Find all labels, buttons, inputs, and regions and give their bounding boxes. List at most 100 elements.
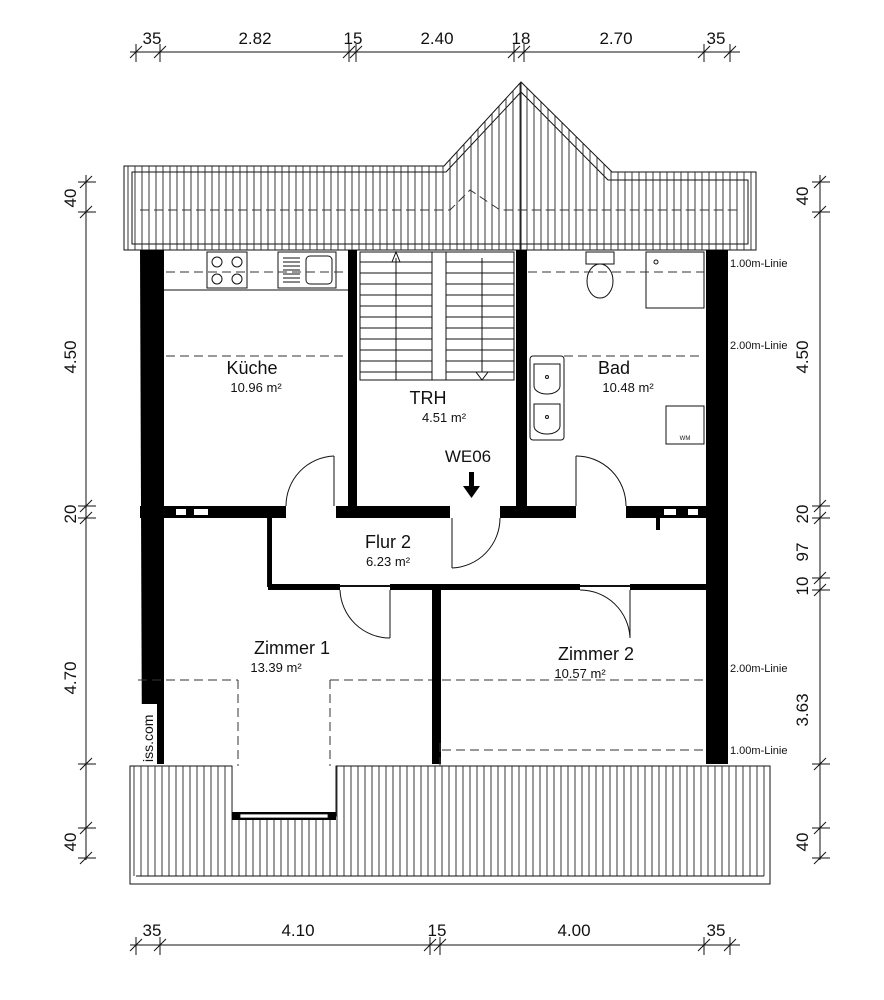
height-line-lower-label: 2.00m-Linie [730, 663, 787, 675]
sink-icon [277, 251, 337, 289]
dim-top-4: 2.40 [420, 29, 453, 48]
dimension-tick [813, 757, 827, 771]
wall-mid-3 [500, 506, 576, 518]
dimension-tick [79, 175, 93, 189]
room-bad-area: 10.48 m² [602, 380, 654, 395]
dimension-tick [517, 45, 531, 59]
room-kuche-name: Küche [226, 358, 277, 378]
dimension-tick [723, 938, 737, 952]
dimension-tick [433, 938, 447, 952]
dimension-tick [79, 499, 93, 513]
dimension-tick [813, 821, 827, 835]
room-bad-name: Bad [598, 358, 630, 378]
wall-flur-bottom-2 [390, 584, 580, 590]
wall-flur-bottom-3 [630, 584, 708, 590]
dimension-tick [129, 45, 143, 59]
dim-right-3: 20 [793, 505, 812, 524]
dim-right-7: 40 [793, 833, 812, 852]
door-zimmer-2 [579, 589, 631, 639]
dimension-tick [79, 511, 93, 525]
dim-top-3: 15 [344, 29, 363, 48]
wall-zimmer-divider [432, 588, 441, 764]
watermark: iss.com [140, 704, 157, 764]
room-zimmer2-area: 10.57 m² [554, 666, 606, 681]
room-trh-area: 4.51 m² [422, 410, 467, 425]
dimension-tick [79, 205, 93, 219]
door-bath [575, 455, 627, 507]
wall-mid-1 [140, 506, 286, 518]
watermark-text: iss.com [140, 715, 156, 762]
kitchen-counter [164, 251, 348, 291]
wall-flur-bottom-1 [268, 584, 340, 590]
dimension-tick [813, 851, 827, 865]
dimension-tick [153, 938, 167, 952]
dim-top-1: 35 [143, 29, 162, 48]
dimension-tick [813, 499, 827, 513]
washbasin-icon [529, 355, 565, 441]
height-line-bottom-label: 1.00m-Linie [730, 745, 787, 757]
dimension-tick [813, 175, 827, 189]
shower-icon [645, 251, 705, 309]
roof-overhang-bottom [129, 765, 771, 885]
room-labels: Küche 10.96 m² TRH 4.51 m² Bad 10.48 m² … [226, 358, 654, 681]
wall-mid-4 [626, 506, 728, 518]
dimension-tick [153, 45, 167, 59]
door-entrance [451, 517, 501, 569]
dim-right-2: 4.50 [793, 340, 812, 373]
room-flur-area: 6.23 m² [366, 554, 411, 569]
room-zimmer1-name: Zimmer 1 [254, 638, 330, 658]
dim-right-4: 97 [793, 543, 812, 562]
dimension-tick [813, 571, 827, 585]
height-line-upper-label: 2.00m-Linie [730, 340, 787, 352]
dim-top-2: 2.82 [238, 29, 271, 48]
dimension-tick [349, 45, 363, 59]
dim-bottom-3: 15 [428, 921, 447, 940]
height-lines [138, 271, 706, 766]
dim-right-1: 40 [793, 187, 812, 206]
dim-top-5: 18 [512, 29, 531, 48]
roof-overhang-top [123, 81, 757, 251]
dimension-tick [813, 511, 827, 525]
room-kuche-area: 10.96 m² [230, 380, 282, 395]
dimension-tick [723, 45, 737, 59]
wall-kitchen-stair [348, 250, 357, 506]
dimension-tick [129, 938, 143, 952]
door-zimmer-1 [339, 589, 391, 639]
dim-left-3: 20 [61, 505, 80, 524]
dim-left-1: 40 [61, 189, 80, 208]
dim-bottom-4: 4.00 [557, 921, 590, 940]
washing-machine-icon: WM [665, 405, 705, 445]
entrance-arrow-icon [463, 472, 480, 498]
dim-left-4: 4.70 [61, 661, 80, 694]
dimension-tick [697, 45, 711, 59]
stove-icon [206, 251, 248, 289]
wall-mid-2 [336, 506, 450, 518]
dim-bottom-2: 4.10 [281, 921, 314, 940]
room-zimmer2-name: Zimmer 2 [558, 644, 634, 664]
door-kitchen [285, 455, 335, 507]
dimension-lines: 35 2.82 15 2.40 18 2.70 35 35 4.10 15 4.… [61, 29, 830, 955]
dimension-tick [813, 205, 827, 219]
staircase [359, 250, 515, 381]
entrance-label: WE06 [445, 447, 491, 466]
walls [140, 250, 728, 820]
dim-right-6: 3.63 [793, 693, 812, 726]
bathroom-fixtures: WM [529, 251, 705, 445]
dimension-tick [697, 938, 711, 952]
room-trh-name: TRH [410, 388, 447, 408]
dimension-tick [79, 757, 93, 771]
doors [285, 455, 631, 639]
wall-stair-bath [516, 250, 527, 506]
dim-bottom-5: 35 [707, 921, 726, 940]
dim-left-2: 4.50 [61, 340, 80, 373]
washing-machine-label: WM [680, 436, 691, 442]
dim-right-5: 10 [793, 577, 812, 596]
dim-top-6: 2.70 [599, 29, 632, 48]
dimension-tick [507, 45, 521, 59]
toilet-icon [585, 251, 615, 299]
height-line-top-label: 1.00m-Linie [730, 258, 787, 270]
dimension-tick [79, 821, 93, 835]
dimension-tick [813, 583, 827, 597]
dim-left-5: 40 [61, 833, 80, 852]
